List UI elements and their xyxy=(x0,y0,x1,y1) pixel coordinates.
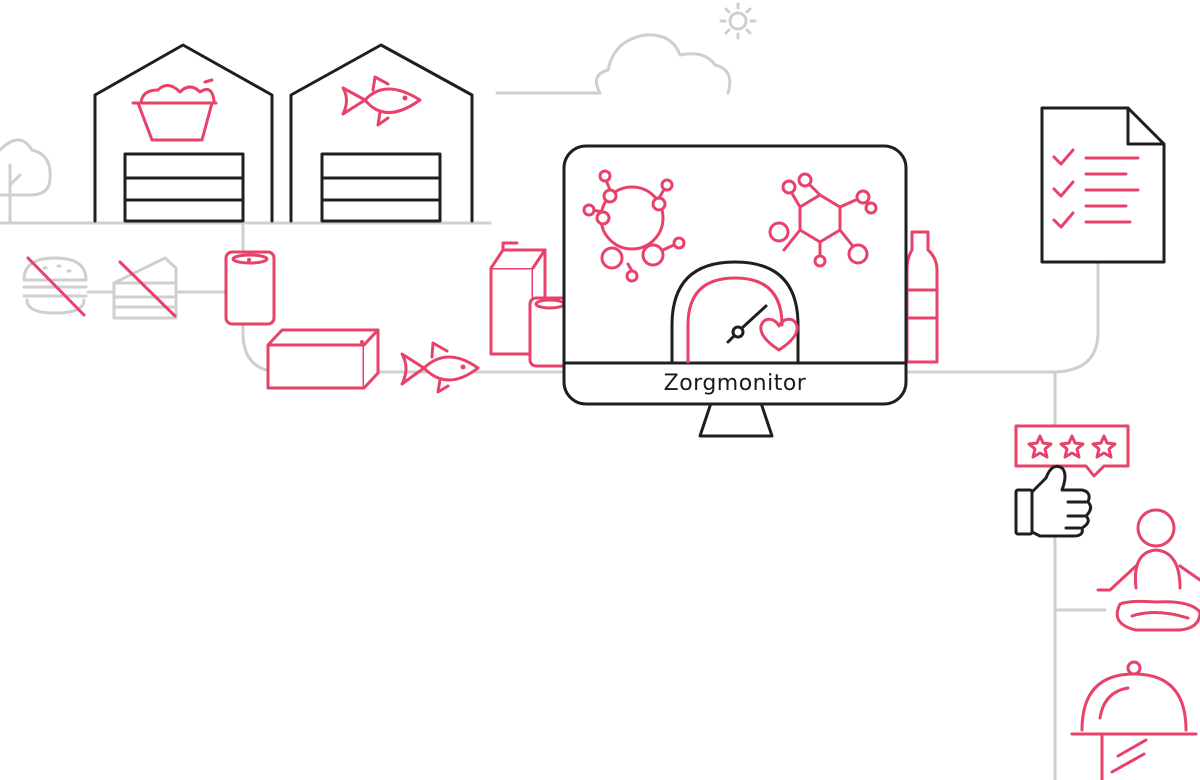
cake-crossed-icon xyxy=(112,256,178,320)
can-icon xyxy=(224,250,276,326)
burger-crossed-icon xyxy=(22,256,88,317)
tree-icon xyxy=(0,138,52,225)
fish-icon xyxy=(400,341,480,394)
monitor-label: Zorgmonitor xyxy=(664,371,807,396)
warehouse-fish-icon xyxy=(289,43,474,223)
bottle-icon xyxy=(905,230,939,364)
thumbs-up-icon xyxy=(1014,464,1093,538)
sun-icon xyxy=(719,2,757,40)
serving-cloche-icon xyxy=(1070,660,1198,780)
juice-carton-icon xyxy=(489,241,572,368)
zorgmonitor-screen: Zorgmonitor xyxy=(562,144,908,438)
gauge-icon xyxy=(670,260,800,364)
butter-pack-icon xyxy=(266,328,380,390)
cloud-icon xyxy=(594,33,732,95)
warehouse-fruit-icon xyxy=(93,43,274,223)
molecule-hexagon-icon xyxy=(768,172,878,268)
meditating-person-icon xyxy=(1096,508,1200,632)
molecule-ring-icon xyxy=(582,169,686,283)
checklist-document-icon xyxy=(1040,106,1166,264)
heart-icon xyxy=(759,317,799,352)
rating-stars-icon xyxy=(1014,424,1130,478)
